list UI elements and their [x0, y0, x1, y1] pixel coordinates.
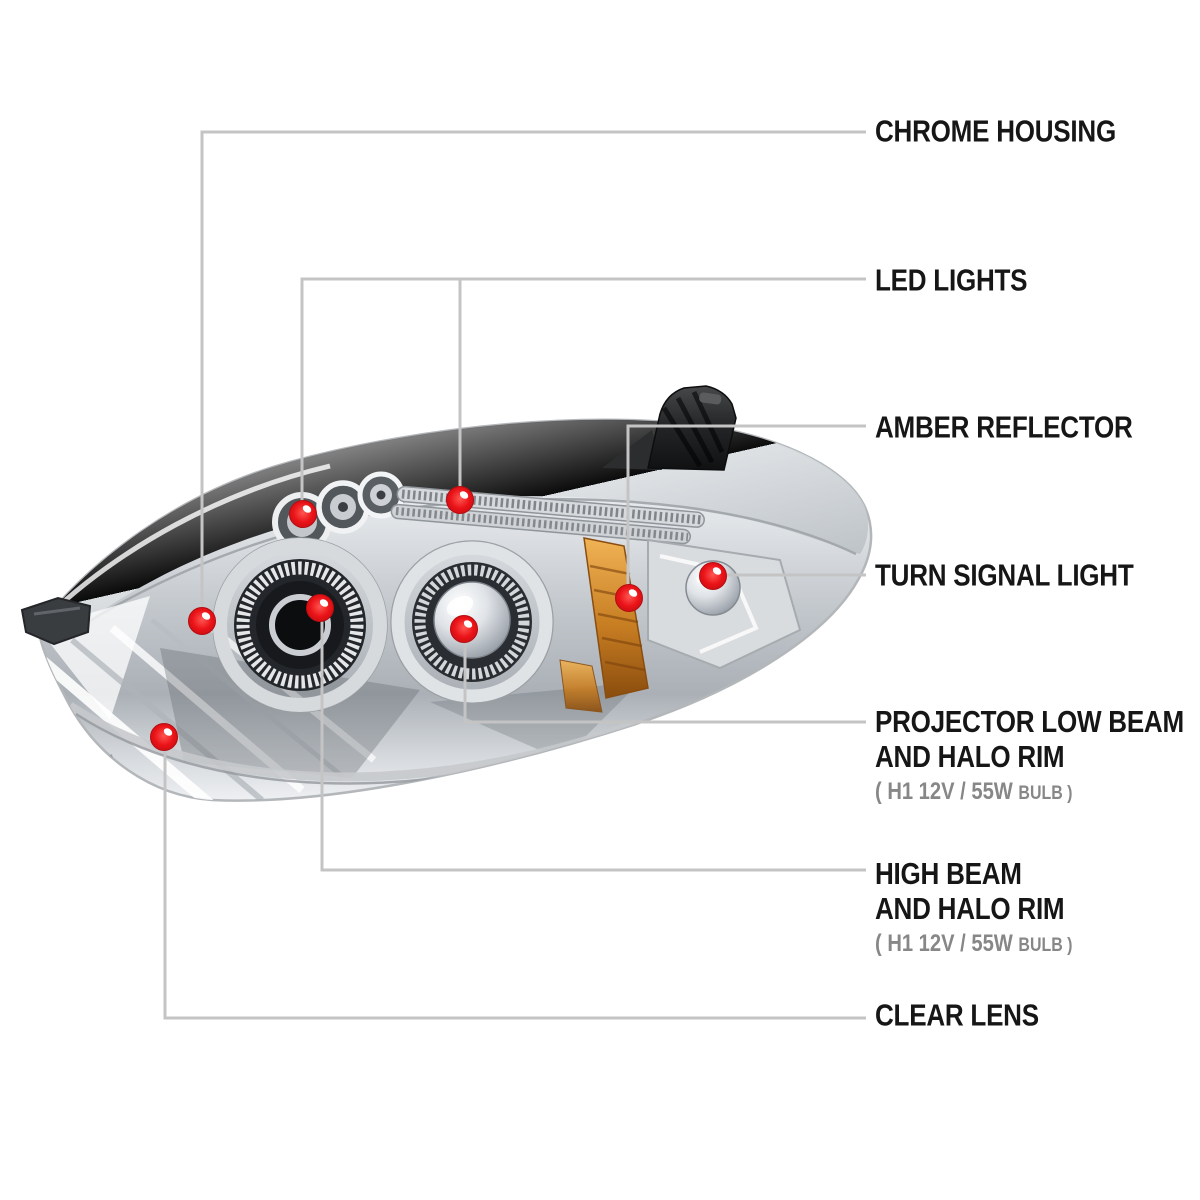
label-text: LED LIGHTS [875, 262, 1028, 298]
leader-clear-lens [163, 746, 866, 1020]
amber-reflector-art [559, 537, 649, 713]
leader-amber-reflector [626, 424, 866, 590]
dot-high-beam [306, 594, 334, 622]
dot-clear-lens [150, 723, 178, 751]
label-text: TURN SIGNAL LIGHT [875, 557, 1134, 593]
leader-lines [163, 130, 866, 1020]
bulb-note-main: ( H1 12V / 55W [875, 778, 1019, 805]
leader-high-beam [320, 618, 866, 872]
bulb-note-small: BULB ) [1018, 783, 1073, 804]
mounting-tab-left-art [20, 596, 92, 646]
dot-turn-signal [699, 562, 727, 590]
high-beam-art [212, 537, 388, 713]
label-text: PROJECTOR LOW BEAM [875, 704, 1184, 739]
label-chrome-housing: CHROME HOUSING [875, 114, 1116, 149]
bulb-note-main: ( H1 12V / 55W [875, 930, 1019, 957]
dot-chrome-housing [188, 607, 216, 635]
dot-projector-low-beam [450, 615, 478, 643]
label-text: HIGH BEAM [875, 856, 1022, 891]
label-turn-signal-light: TURN SIGNAL LIGHT [875, 558, 1134, 593]
leader-chrome-housing [200, 130, 866, 612]
label-text: CLEAR LENS [875, 997, 1039, 1033]
label-text-line2: AND HALO RIM [875, 739, 1065, 774]
leader-led-lights [300, 277, 866, 506]
leader-projector-low-beam [463, 638, 866, 724]
label-text: AMBER REFLECTOR [875, 409, 1133, 445]
bulb-note-small: BULB ) [1018, 935, 1073, 956]
label-led-lights: LED LIGHTS [875, 262, 1028, 298]
label-text-line2: AND HALO RIM [875, 891, 1065, 926]
label-clear-lens: CLEAR LENS [875, 998, 1039, 1033]
bulb-note: ( H1 12V / 55W BULB ) [875, 774, 1184, 811]
dot-led-left [289, 500, 317, 528]
label-amber-reflector: AMBER REFLECTOR [875, 410, 1133, 445]
mounting-tab-top-art [602, 385, 737, 471]
dot-led-right [446, 486, 474, 514]
label-projector-low-beam: PROJECTOR LOW BEAM AND HALO RIM ( H1 12V… [875, 704, 1184, 811]
dot-amber-reflector [615, 584, 643, 612]
callout-dots [150, 486, 727, 751]
bulb-note: ( H1 12V / 55W BULB ) [875, 926, 1073, 963]
label-text: CHROME HOUSING [875, 113, 1116, 149]
label-high-beam: HIGH BEAM AND HALO RIM ( H1 12V / 55W BU… [875, 856, 1073, 963]
